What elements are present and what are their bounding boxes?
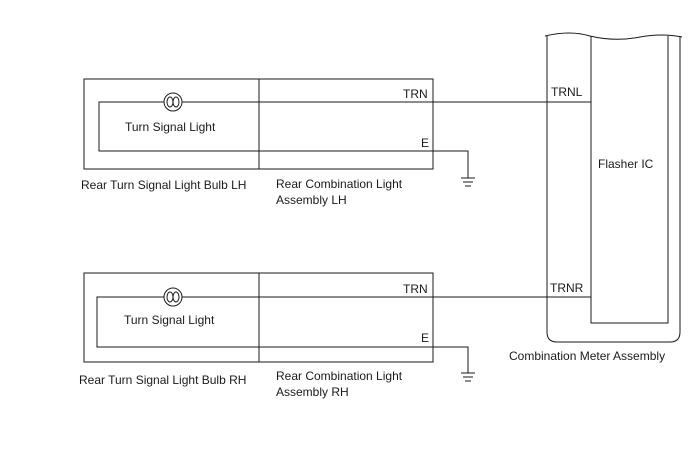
lh-assembly-caption-1: Rear Combination Light <box>276 177 403 191</box>
rh-bulb-loop <box>96 296 259 348</box>
rh-assembly-caption-1: Rear Combination Light <box>276 369 403 383</box>
flasher-ic-box <box>590 36 669 324</box>
lh-bulb-loop <box>98 101 259 152</box>
rh-trn-pin-label: TRN <box>403 282 428 296</box>
rh-assembly-caption-2: Assembly RH <box>276 385 349 399</box>
meter-outline <box>546 36 681 343</box>
lh-circuit: Turn Signal Light TRN E Rear Turn Signal… <box>81 78 591 207</box>
trnr-pin-label: TRNR <box>550 281 584 295</box>
ground-symbol-icon <box>461 372 475 382</box>
lh-e-wire <box>259 150 469 178</box>
combination-meter: Flasher IC TRNL TRNR Combination Meter A… <box>509 32 683 363</box>
rh-circuit: Turn Signal Light TRN E Rear Turn Signal… <box>79 272 591 399</box>
lamp-filament-icon <box>163 287 183 307</box>
meter-torn-edge <box>544 32 683 40</box>
lh-e-pin-label: E <box>421 136 429 150</box>
lh-trn-pin-label: TRN <box>403 87 428 101</box>
rh-bulb-label: Turn Signal Light <box>124 313 215 327</box>
meter-title: Combination Meter Assembly <box>509 349 665 363</box>
flasher-ic-label: Flasher IC <box>598 157 654 171</box>
rh-bulb-caption: Rear Turn Signal Light Bulb RH <box>79 373 246 387</box>
ground-symbol-icon <box>461 177 475 187</box>
trnl-pin-label: TRNL <box>551 85 583 99</box>
lh-bulb-caption: Rear Turn Signal Light Bulb LH <box>81 178 246 192</box>
lh-assembly-caption-2: Assembly LH <box>276 193 347 207</box>
rh-e-pin-label: E <box>421 331 429 345</box>
lamp-filament-icon <box>163 92 183 112</box>
rh-e-wire <box>259 346 469 373</box>
lh-bulb-label: Turn Signal Light <box>125 120 216 134</box>
